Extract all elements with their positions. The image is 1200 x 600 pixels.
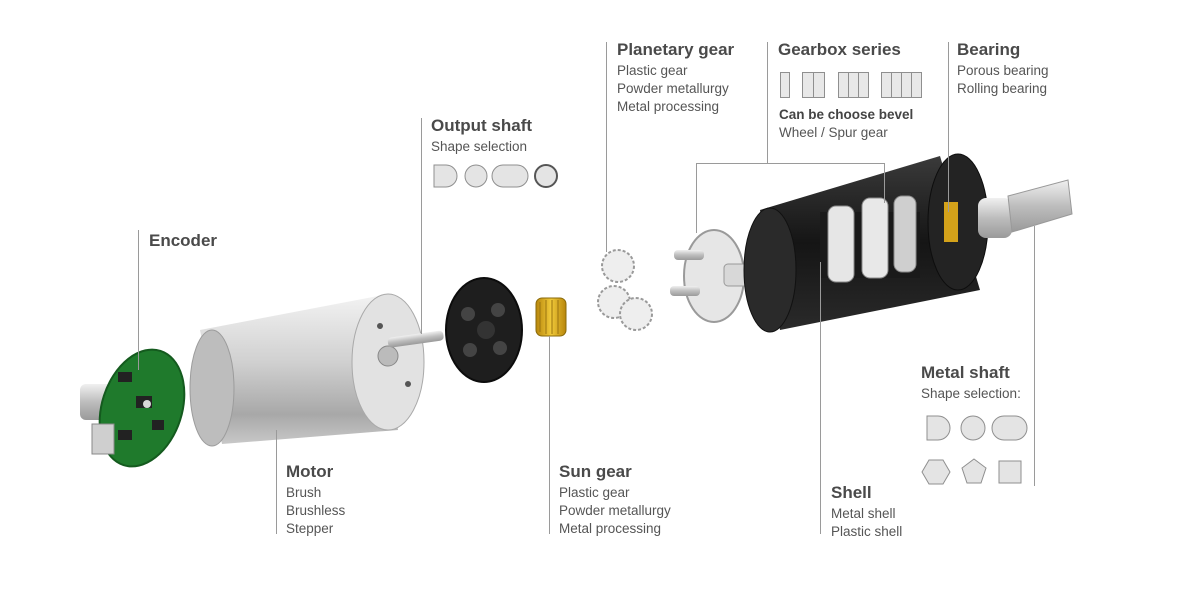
bearing-leader-line [948, 42, 949, 212]
sun-gear-leader-line [549, 336, 550, 534]
pentagon-shape-icon [961, 458, 987, 484]
metal-shaft-label: Metal shaft Shape selection: [921, 363, 1021, 403]
planetary-gears-part [597, 249, 653, 331]
metal-shaft-part [978, 179, 1073, 238]
shell-option: Plastic shell [831, 524, 903, 539]
square-shape-icon [998, 460, 1022, 484]
encoder-part [80, 348, 186, 468]
gearbox-stage-3-icon [838, 72, 869, 98]
sun-gear-title: Sun gear [559, 462, 632, 481]
sun-gear-label: Sun gear Plastic gear Powder metallurgy … [559, 462, 671, 538]
gearbox-leader-vertical [767, 42, 768, 164]
metal-shaft-title: Metal shaft [921, 363, 1010, 382]
motor-label: Motor Brush Brushless Stepper [286, 462, 345, 538]
hexagon-shape-icon [921, 459, 951, 485]
bearing-option: Rolling bearing [957, 81, 1048, 96]
planetary-gear-label: Planetary gear Plastic gear Powder metal… [617, 40, 734, 116]
d-cut-shape-icon [926, 415, 951, 441]
gearbox-series-note: Can be choose bevel Wheel / Spur gear [779, 106, 913, 142]
metal-shaft-option: Shape selection: [921, 386, 1021, 401]
output-carrier-part [670, 229, 751, 323]
carrier-plate-part [445, 277, 523, 383]
bearing-title: Bearing [957, 40, 1021, 59]
shell-leader-line [820, 262, 821, 534]
gearbox-stage-1-icon [780, 72, 790, 98]
motor-title: Motor [286, 462, 334, 481]
planetary-gear-leader-line [606, 42, 607, 252]
round-shape-icon [464, 164, 488, 188]
output-shaft-option: Shape selection [431, 139, 528, 154]
d-cut-shape-icon [433, 164, 458, 188]
planetary-gear-option: Powder metallurgy [617, 81, 729, 96]
sun-gear-option: Metal processing [559, 521, 662, 536]
encoder-title: Encoder [149, 231, 218, 250]
sun-gear-option: Powder metallurgy [559, 503, 671, 518]
planetary-gear-option: Metal processing [617, 99, 720, 114]
shell-title: Shell [831, 483, 872, 502]
double-d-shape-icon [991, 415, 1028, 441]
encoder-leader-line [138, 230, 139, 370]
round-shape-icon [960, 415, 986, 441]
sun-gear-option: Plastic gear [559, 485, 630, 500]
planetary-gear-option: Plastic gear [617, 63, 688, 78]
metal-shaft-shapes [921, 415, 1028, 485]
shell-part [743, 153, 989, 333]
shell-label: Shell Metal shell Plastic shell [831, 483, 902, 541]
sun-gear-part [535, 297, 567, 337]
gearbox-note-bold: Can be choose bevel [779, 107, 914, 122]
shell-option: Metal shell [831, 506, 896, 521]
output-shaft-title: Output shaft [431, 116, 533, 135]
gearbox-note: Wheel / Spur gear [779, 125, 888, 140]
gearbox-leader-left-drop [696, 163, 697, 233]
motor-leader-line [276, 430, 277, 534]
output-shaft-label: Output shaft Shape selection [431, 116, 532, 156]
gearbox-leader-right-drop [884, 163, 885, 203]
metal-shaft-leader-line [1034, 226, 1035, 486]
gearbox-stage-2-icon [802, 72, 825, 98]
bearing-option: Porous bearing [957, 63, 1049, 78]
double-d-shape-icon [491, 164, 529, 188]
encoder-label: Encoder [149, 231, 217, 253]
knurled-shape-icon [534, 164, 558, 188]
gearbox-leader-horizontal [696, 163, 884, 164]
bearing-label: Bearing Porous bearing Rolling bearing [957, 40, 1049, 98]
output-shaft-leader-line [421, 118, 422, 334]
planetary-gear-title: Planetary gear [617, 40, 735, 59]
gearbox-series-label: Gearbox series [778, 40, 901, 62]
gearbox-series-title: Gearbox series [778, 40, 901, 59]
gearbox-stage-4-icon [881, 72, 922, 98]
motor-option: Stepper [286, 521, 334, 536]
output-shaft-shapes [433, 164, 558, 188]
motor-part [189, 293, 444, 447]
motor-option: Brushless [286, 503, 346, 518]
motor-option: Brush [286, 485, 322, 500]
